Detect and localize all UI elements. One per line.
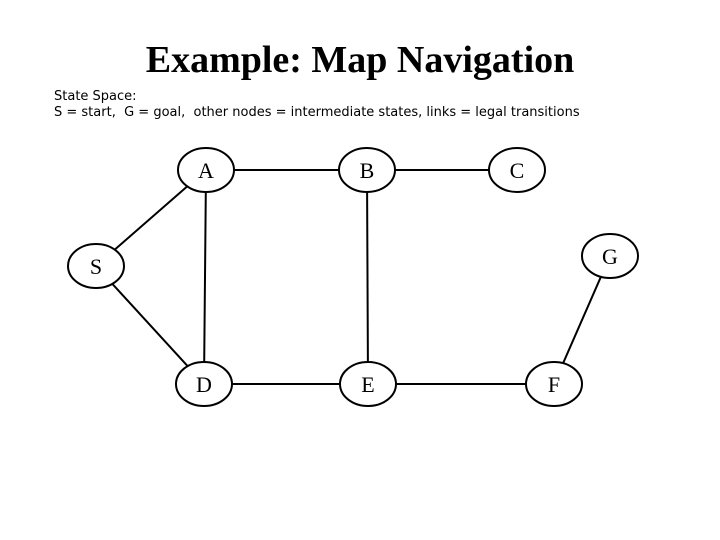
node-b: B [338,147,396,193]
node-g-circle [581,233,639,279]
edges-layer [95,169,611,385]
node-d: D [175,361,233,407]
node-g-label: G [602,244,618,269]
state-space-heading: State Space: [54,89,137,104]
edge-s-d [95,265,205,385]
state-space-legend: S = start, G = goal, other nodes = inter… [54,105,580,120]
node-c-label: C [510,158,525,183]
node-a-circle [177,147,235,193]
node-e-label: E [361,372,374,397]
node-g: G [581,233,639,279]
node-f-label: F [548,372,560,397]
edge-a-d [203,169,207,385]
node-s: S [67,243,125,289]
node-f-circle [525,361,583,407]
node-a-label: A [198,158,214,183]
node-c: C [488,147,546,193]
node-b-circle [338,147,396,193]
node-c-circle [488,147,546,193]
node-s-label: S [90,254,102,279]
node-e: E [339,361,397,407]
node-d-circle [175,361,233,407]
node-e-circle [339,361,397,407]
nodes-layer: A B C S G D E F [67,147,639,407]
node-a: A [177,147,235,193]
node-s-circle [67,243,125,289]
node-b-label: B [360,158,375,183]
edge-b-e [366,169,369,385]
node-d-label: D [196,372,212,397]
node-f: F [525,361,583,407]
page-title: Example: Map Navigation [145,39,575,81]
